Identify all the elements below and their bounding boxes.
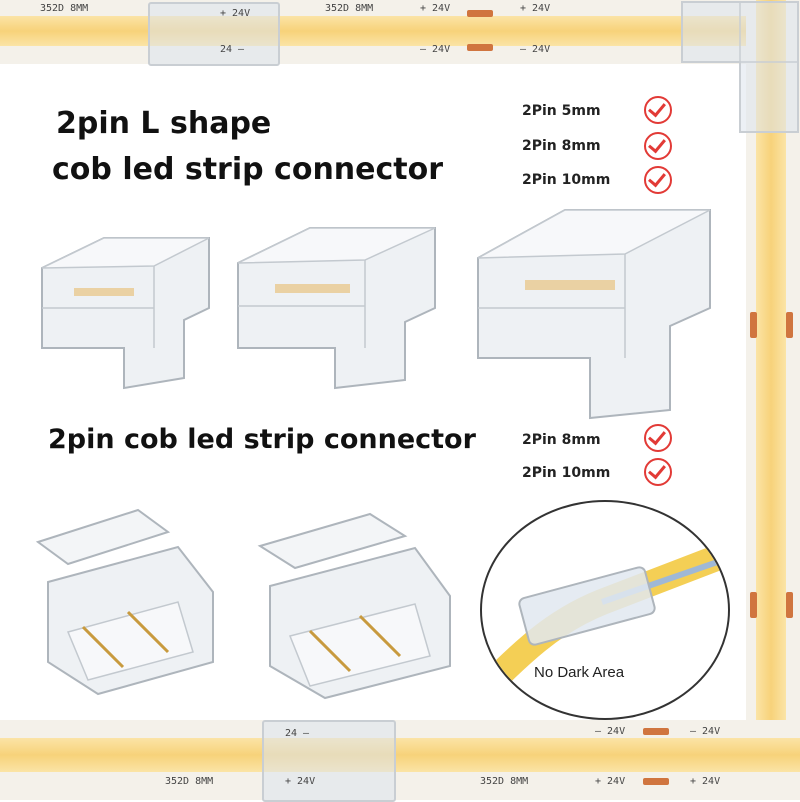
solder-pad: [750, 312, 757, 338]
solder-pad: [643, 778, 669, 785]
strip-model-print: 352D 8MM: [165, 776, 214, 787]
clip-plus-print: + 24V: [220, 8, 251, 19]
no-dark-area-caption: No Dark Area: [534, 664, 625, 681]
solder-pad: [467, 10, 493, 17]
l-corner-clip: [681, 1, 799, 133]
check-icon: [644, 132, 672, 160]
option-label: 2Pin 5mm: [522, 103, 601, 119]
solder-pad: [467, 44, 493, 51]
strip-plus-print: + 24V: [520, 3, 551, 14]
cob-emitter-band: [0, 738, 800, 772]
connector-clip: [148, 2, 280, 66]
option-label: 2Pin 8mm: [522, 432, 601, 448]
strip-model-print: 352D 8MM: [325, 3, 374, 14]
check-icon: [644, 424, 672, 452]
strip-model-print: 352D 8MM: [480, 776, 529, 787]
check-icon: [644, 166, 672, 194]
strip-plus-print: + 24V: [595, 776, 626, 787]
solder-pad: [786, 592, 793, 618]
strip-plus-print: + 24V: [420, 3, 451, 14]
check-icon: [644, 458, 672, 486]
solder-pad: [643, 728, 669, 735]
straight-connector-10mm: [257, 512, 451, 700]
bottom-led-strip: 352D 8MM 352D 8MM — 24V — 24V + 24V + 24…: [0, 720, 800, 802]
straight-connector-title: 2pin cob led strip connector: [48, 424, 476, 455]
l-shape-title-line1: 2pin L shape: [56, 106, 272, 141]
straight-connector-8mm: [35, 508, 214, 696]
option-label: 2Pin 10mm: [522, 465, 611, 481]
clip-minus-print: 24 —: [220, 44, 245, 55]
l-connector-8mm: [237, 227, 436, 390]
solder-pad: [750, 592, 757, 618]
strip-minus-print: — 24V: [595, 726, 626, 737]
l-connector-10mm: [477, 209, 711, 420]
option-label: 2Pin 8mm: [522, 138, 601, 154]
connector-clip: [262, 720, 396, 802]
strip-minus-print: — 24V: [690, 726, 721, 737]
clip-minus-print: 24 —: [285, 728, 310, 739]
inset-strip-photo: [482, 539, 728, 711]
clip-plus-print: + 24V: [285, 776, 316, 787]
strip-minus-print: — 24V: [520, 44, 551, 55]
strip-plus-print: + 24V: [690, 776, 721, 787]
l-connector-5mm: [41, 237, 210, 390]
l-shape-title-line2: cob led strip connector: [52, 152, 444, 187]
option-label: 2Pin 10mm: [522, 172, 611, 188]
no-dark-area-inset: [480, 500, 730, 720]
strip-model-print: 352D 8MM: [40, 3, 89, 14]
strip-minus-print: — 24V: [420, 44, 451, 55]
top-led-strip: 352D 8MM 352D 8MM + 24V + 24V — 24V — 24…: [0, 0, 800, 66]
cob-emitter-band: [0, 16, 800, 46]
solder-pad: [786, 312, 793, 338]
check-icon: [644, 96, 672, 124]
